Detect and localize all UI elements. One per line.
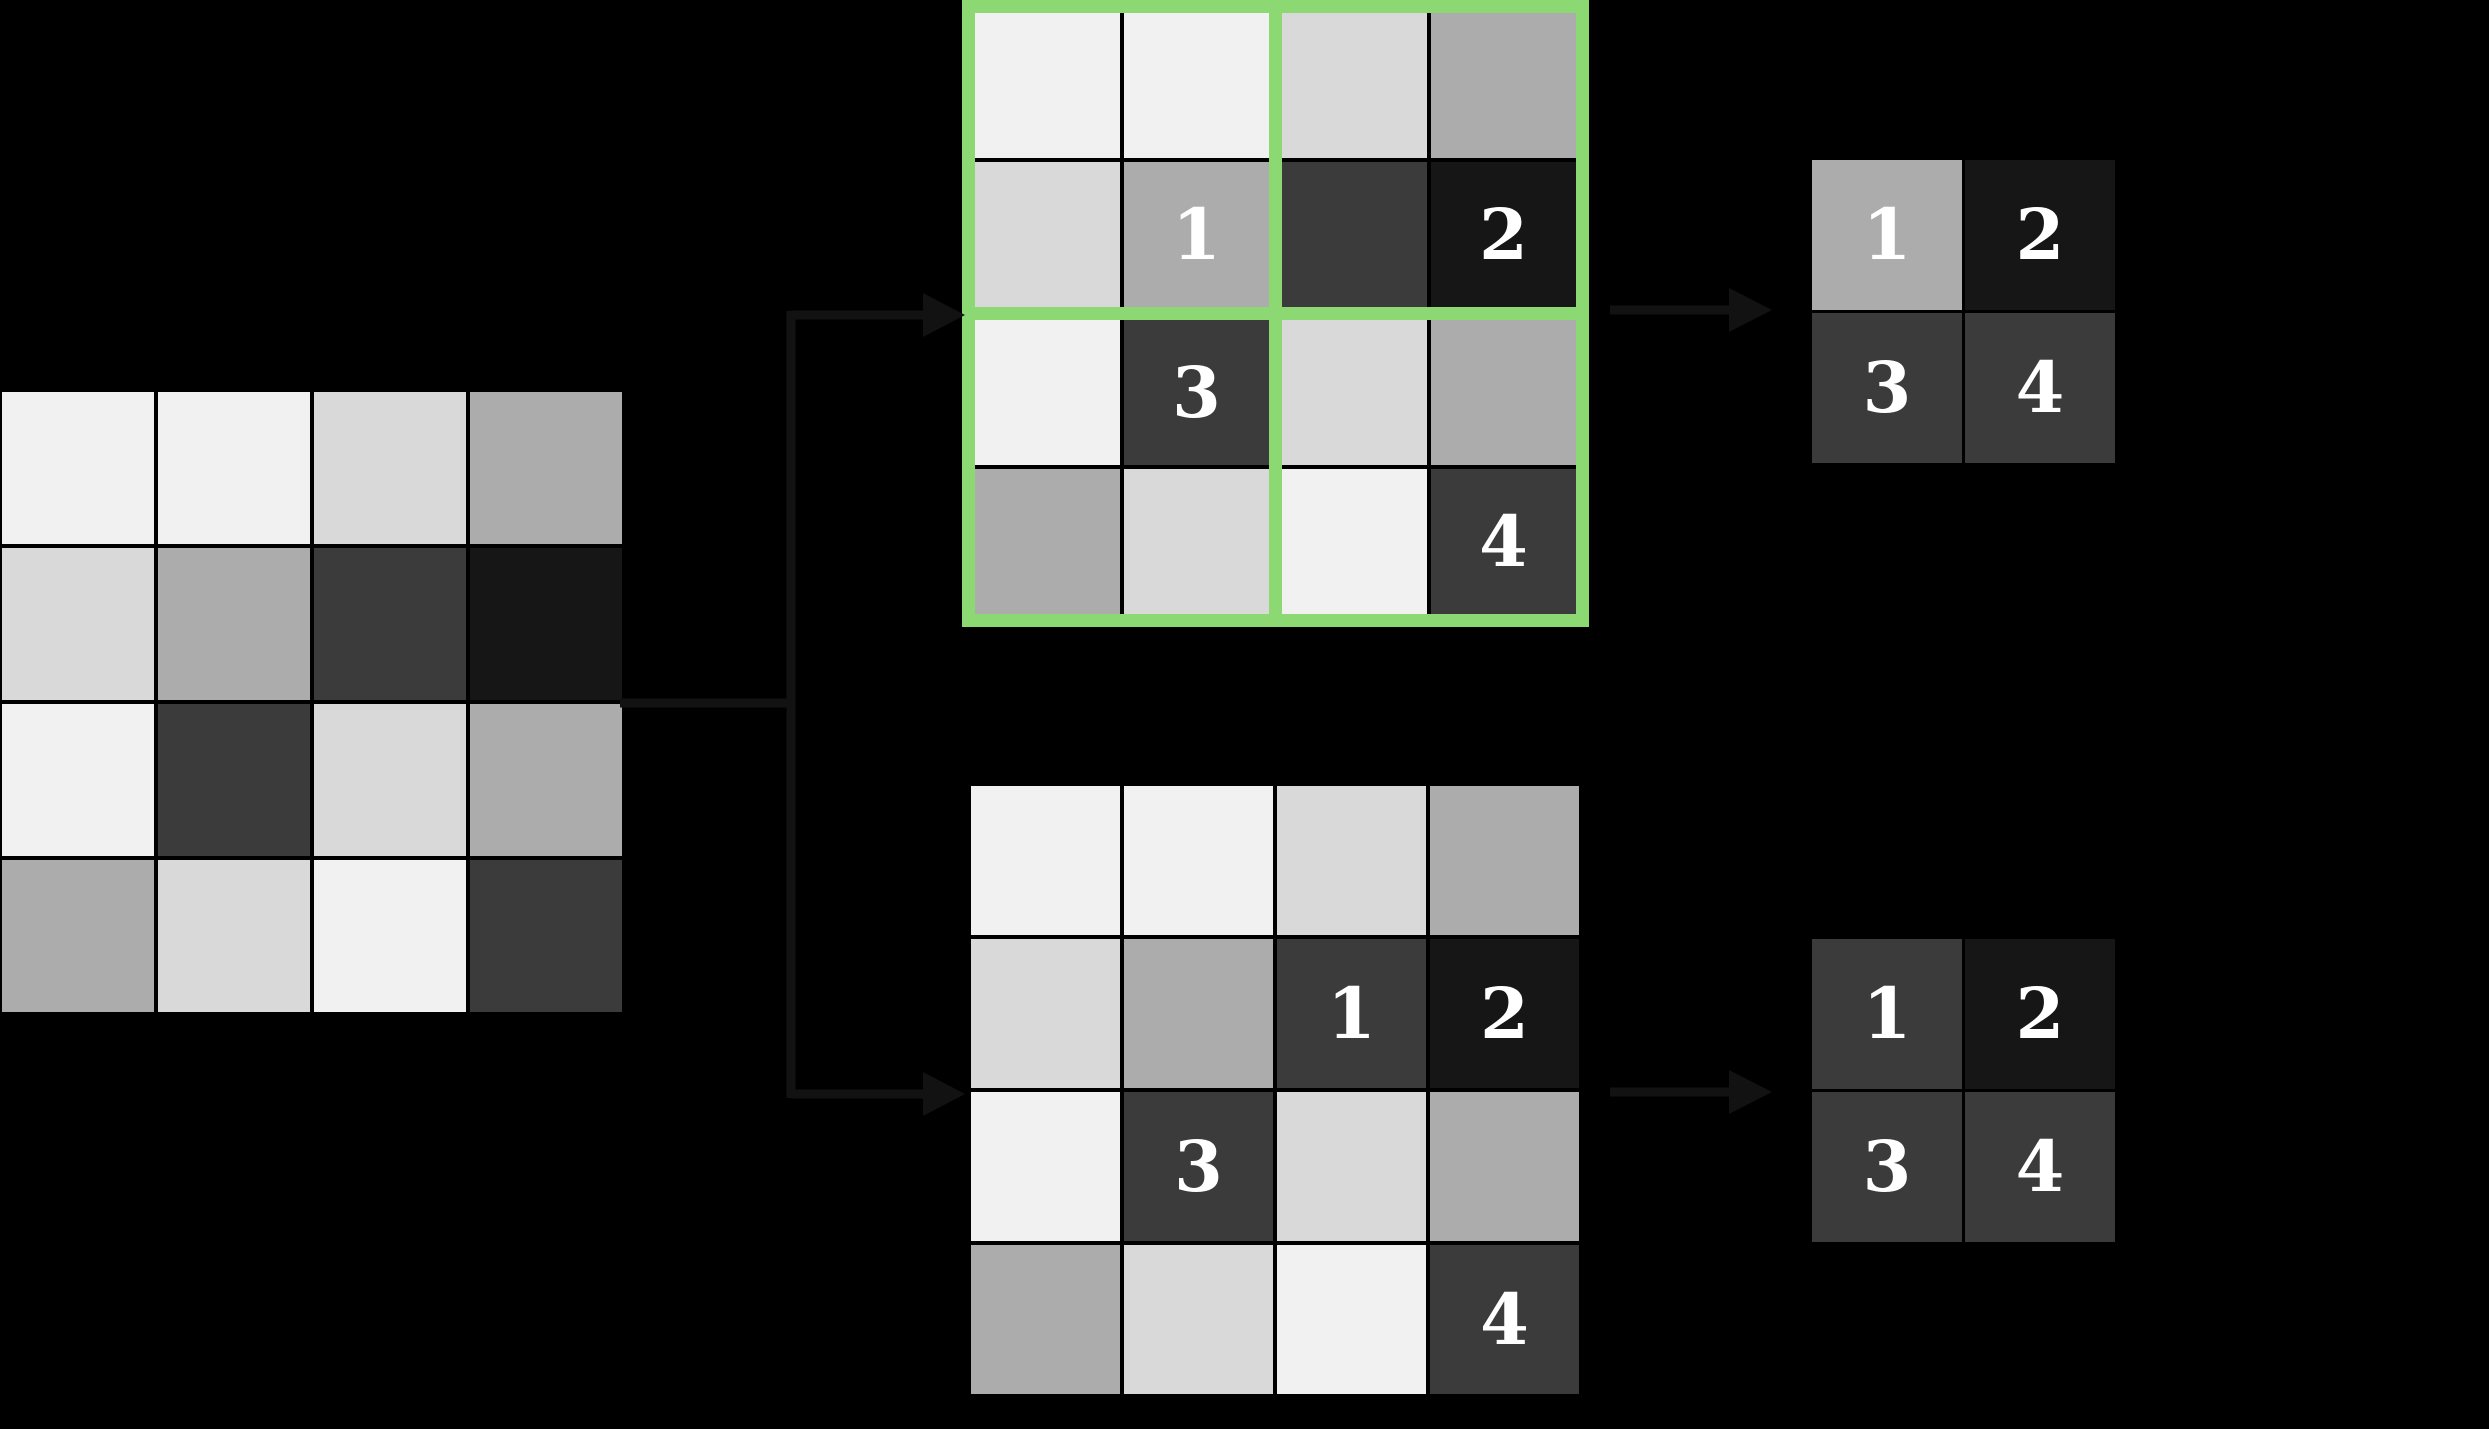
grid-cell [1124, 13, 1269, 158]
cell-label: 1 [1862, 193, 1912, 276]
grid-cell [1282, 320, 1427, 465]
grid-cell: 2 [1965, 939, 2115, 1089]
cell-label: 2 [2015, 972, 2065, 1055]
cell-label: 3 [1862, 1125, 1912, 1208]
grid-cell [314, 704, 466, 856]
pooling-window-quadrant: 1 [975, 13, 1269, 307]
grid-cell [314, 860, 466, 1012]
grid-cell: 1 [1812, 939, 1962, 1089]
grid-cell [2, 392, 154, 544]
grid-cell: 2 [1430, 939, 1579, 1088]
cell-label: 2 [1480, 971, 1529, 1055]
branch-split-arrow-icon [620, 293, 965, 1116]
pooling-windows-grid-highlighted: 1 2 3 4 [962, 0, 1589, 627]
cell-label: 1 [1172, 192, 1221, 276]
grid-cell: 2 [1965, 160, 2115, 310]
grid-cell [1124, 939, 1273, 1088]
pooled-output-grid-bottom: 1 2 3 4 [1812, 939, 2115, 1242]
grid-cell [1430, 786, 1579, 935]
grid-cell [971, 1245, 1120, 1394]
grid-cell [1277, 1092, 1426, 1241]
grid-cell: 1 [1124, 162, 1269, 307]
grid-cell: 4 [1965, 1092, 2115, 1242]
cell-label: 4 [2015, 346, 2065, 429]
pooling-window-quadrant: 2 [1282, 13, 1576, 307]
pooling-windows-grid-plain: 1 2 3 4 [971, 786, 1579, 1394]
grid-cell [1124, 1245, 1273, 1394]
grid-cell [975, 469, 1120, 614]
grid-cell [1124, 469, 1269, 614]
cell-label: 4 [1479, 499, 1528, 583]
grid-cell: 3 [1124, 1092, 1273, 1241]
grid-cell: 4 [1430, 1245, 1579, 1394]
grid-cell: 3 [1812, 1092, 1962, 1242]
grid-cell: 4 [1431, 469, 1576, 614]
grid-cell [314, 548, 466, 700]
cell-label: 2 [1479, 192, 1528, 276]
cell-label: 1 [1862, 972, 1912, 1055]
grid-cell [1277, 786, 1426, 935]
grid-cell [158, 392, 310, 544]
grid-cell [158, 548, 310, 700]
grid-cell [1431, 320, 1576, 465]
grid-cell [1282, 469, 1427, 614]
grid-cell [470, 548, 622, 700]
grid-cell [1282, 162, 1427, 307]
pooling-window-quadrant: 4 [1282, 320, 1576, 614]
cell-label: 3 [1174, 1124, 1223, 1208]
pooling-window-quadrant: 3 [975, 320, 1269, 614]
cell-label: 2 [2015, 193, 2065, 276]
cell-label: 1 [1327, 971, 1376, 1055]
grid-cell [158, 704, 310, 856]
grid-cell: 3 [1812, 313, 1962, 463]
cell-label: 4 [1480, 1277, 1529, 1361]
cell-label: 3 [1862, 346, 1912, 429]
grid-cell [971, 939, 1120, 1088]
grid-cell [158, 860, 310, 1012]
bottom-output-right-arrow-icon [1610, 1070, 1772, 1114]
grid-cell [1124, 786, 1273, 935]
pooled-output-grid-top: 1 2 3 4 [1812, 160, 2115, 463]
grid-cell [971, 1092, 1120, 1241]
grid-cell [2, 704, 154, 856]
grid-cell: 1 [1277, 939, 1426, 1088]
grid-cell [470, 392, 622, 544]
grid-cell [1431, 13, 1576, 158]
grid-cell [314, 392, 466, 544]
grid-cell: 1 [1812, 160, 1962, 310]
grid-cell [2, 860, 154, 1012]
grid-cell [1277, 1245, 1426, 1394]
grid-cell [975, 13, 1120, 158]
cell-label: 4 [2015, 1125, 2065, 1208]
grid-cell [1282, 13, 1427, 158]
grid-cell [1430, 1092, 1579, 1241]
grid-cell [975, 162, 1120, 307]
input-feature-map-grid [2, 392, 622, 1012]
grid-cell [470, 704, 622, 856]
grid-cell [470, 860, 622, 1012]
grid-cell [975, 320, 1120, 465]
grid-cell: 2 [1431, 162, 1576, 307]
cell-label: 3 [1172, 350, 1221, 434]
grid-cell [2, 548, 154, 700]
grid-cell: 3 [1124, 320, 1269, 465]
grid-cell [971, 786, 1120, 935]
top-output-right-arrow-icon [1610, 288, 1772, 332]
grid-cell: 4 [1965, 313, 2115, 463]
